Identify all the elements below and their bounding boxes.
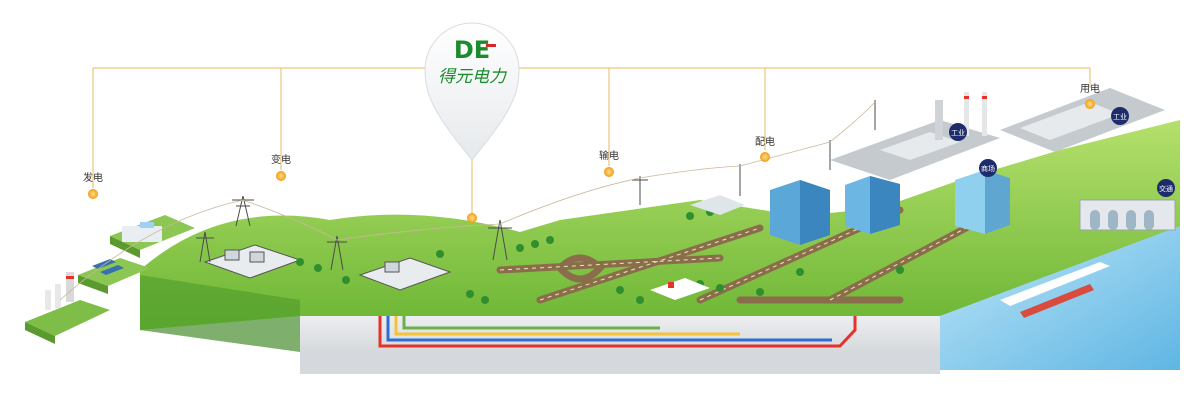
brand-name: 得元电力 xyxy=(438,67,508,87)
svg-text:DE: DE xyxy=(454,36,490,64)
badge-industry-2: 工业 xyxy=(1111,107,1129,125)
stage-dot-brand xyxy=(467,213,477,223)
stage-label-transmission: 输电 xyxy=(599,149,619,162)
stage-substation: 变电 xyxy=(271,153,291,181)
stage-distribution: 配电 xyxy=(755,135,775,162)
svg-text:工业: 工业 xyxy=(1113,112,1127,121)
harbour-water xyxy=(940,199,1180,370)
svg-text:交通: 交通 xyxy=(1159,184,1173,193)
stage-dot-consumption xyxy=(1085,99,1095,109)
badge-industry-1: 工业 xyxy=(949,123,967,141)
stage-dot-substation xyxy=(276,171,286,181)
stage-dot-transmission xyxy=(604,167,614,177)
brand-pin: DE 得元电力 xyxy=(424,22,520,161)
svg-text:商场: 商场 xyxy=(981,164,995,173)
stage-label-consumption: 用电 xyxy=(1080,82,1100,95)
stage-transmission: 输电 xyxy=(599,149,619,177)
stage-consumption: 用电 xyxy=(1080,82,1100,109)
pylons xyxy=(196,100,876,271)
city-buildings xyxy=(650,170,1010,300)
stage-generation: 发电 xyxy=(83,171,103,199)
brand-logo: DE xyxy=(454,36,496,64)
substation-2 xyxy=(358,257,452,291)
power-plant-island xyxy=(25,272,110,344)
badge-mall: 商场 xyxy=(979,159,997,177)
stage-label-distribution: 配电 xyxy=(755,135,775,148)
stage-label-substation: 变电 xyxy=(271,153,291,166)
connector-lines xyxy=(92,67,1091,216)
stage-dot-distribution xyxy=(760,152,770,162)
badge-transport: 交通 xyxy=(1157,179,1175,197)
solar-island xyxy=(78,258,150,294)
svg-text:工业: 工业 xyxy=(951,128,965,137)
industrial-area xyxy=(830,88,1165,180)
stage-dot-generation xyxy=(88,189,98,199)
power-lines xyxy=(59,101,876,301)
stage-label-generation: 发电 xyxy=(83,171,103,184)
